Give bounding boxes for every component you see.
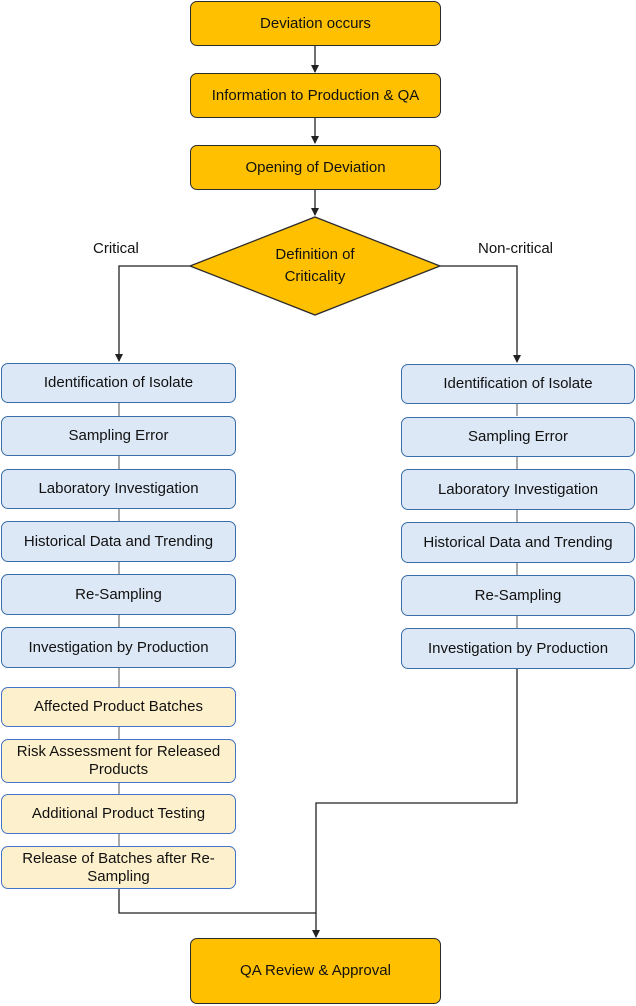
noncritical-step: Historical Data and Trending — [401, 522, 635, 563]
critical-extra-step: Additional Product Testing — [1, 794, 236, 834]
noncritical-step: Laboratory Investigation — [401, 469, 635, 510]
decision-diamond — [188, 216, 442, 316]
decision-label-line2: Criticality — [284, 268, 346, 285]
critical-step: Historical Data and Trending — [1, 521, 236, 562]
noncritical-step: Identification of Isolate — [401, 364, 635, 404]
noncritical-label: Non-critical — [478, 240, 554, 257]
decision-label: Definition of Criticality — [215, 244, 415, 288]
noncritical-step: Investigation by Production — [401, 628, 635, 669]
critical-extra-step: Release of Batches after Re-Sampling — [1, 846, 236, 889]
critical-step: Sampling Error — [1, 416, 236, 456]
critical-step: Laboratory Investigation — [1, 469, 236, 509]
critical-extra-step: Affected Product Batches — [1, 687, 236, 727]
critical-step: Re-Sampling — [1, 574, 236, 615]
info-box: Information to Production & QA — [190, 73, 441, 118]
opening-box: Opening of Deviation — [190, 145, 441, 190]
arrow-noncritical-to-end — [312, 669, 518, 938]
noncritical-step: Re-Sampling — [401, 575, 635, 616]
critical-step: Investigation by Production — [1, 627, 236, 668]
arrow-critical-to-end — [118, 889, 316, 914]
start-box: Deviation occurs — [190, 1, 441, 46]
decision-label-line1: Definition of — [275, 246, 355, 263]
critical-label: Critical — [93, 240, 139, 257]
arrow-critical-branch — [115, 265, 190, 362]
critical-extra-step: Risk Assessment for Released Products — [1, 739, 236, 783]
noncritical-step: Sampling Error — [401, 417, 635, 457]
critical-step: Identification of Isolate — [1, 363, 236, 403]
end-box: QA Review & Approval — [190, 938, 441, 1004]
arrow-noncritical-branch — [440, 265, 521, 363]
